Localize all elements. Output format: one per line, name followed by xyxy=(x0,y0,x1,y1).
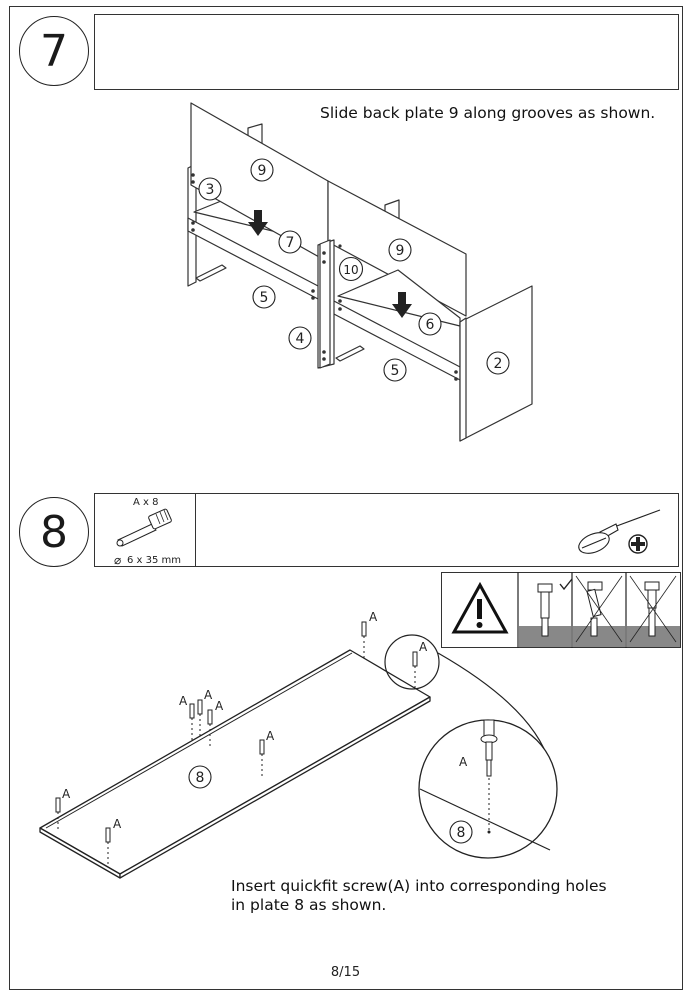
step-7-number: 7 xyxy=(19,16,89,86)
part-label: 3 xyxy=(206,182,215,198)
screw-label: A xyxy=(179,694,188,708)
step-8-number: 8 xyxy=(19,497,89,567)
screw-label: A xyxy=(215,699,224,713)
screw-label: A xyxy=(369,610,378,624)
plate-label: 8 xyxy=(457,825,466,841)
diameter-icon: ⌀ xyxy=(114,553,122,567)
warning-icon xyxy=(451,581,509,634)
part-label: 7 xyxy=(286,235,295,251)
step-7-diagram: 9 3 7 10 9 5 6 4 5 2 xyxy=(187,102,533,442)
step-8-instruction-line-2: in plate 8 as shown. xyxy=(231,896,387,914)
plate-label: 8 xyxy=(196,770,205,786)
step-7-instruction: Slide back plate 9 along grooves as show… xyxy=(320,104,656,122)
hardware-size: 6 x 35 mm xyxy=(127,555,182,566)
part-label: 2 xyxy=(494,356,503,372)
step-8-instruction-line-1: Insert quickfit screw(A) into correspond… xyxy=(231,877,607,895)
part-label: 5 xyxy=(391,363,400,379)
part-label: 4 xyxy=(296,331,305,347)
screw-label: A xyxy=(62,787,71,801)
screw-label: A xyxy=(419,640,428,654)
screw-label: A xyxy=(204,688,213,702)
step-7-header-box xyxy=(94,14,679,90)
page-frame xyxy=(9,6,683,990)
part-label: 9 xyxy=(258,163,267,179)
screw-label: A xyxy=(266,729,275,743)
screw-label: A xyxy=(459,755,468,769)
hardware-quantity: A x 8 xyxy=(133,497,159,508)
part-label: 9 xyxy=(396,243,405,259)
part-label: 10 xyxy=(343,263,358,277)
part-label: 5 xyxy=(260,290,269,306)
screw-label: A xyxy=(113,817,122,831)
part-label: 6 xyxy=(426,317,435,333)
page-number: 8/15 xyxy=(330,965,361,980)
